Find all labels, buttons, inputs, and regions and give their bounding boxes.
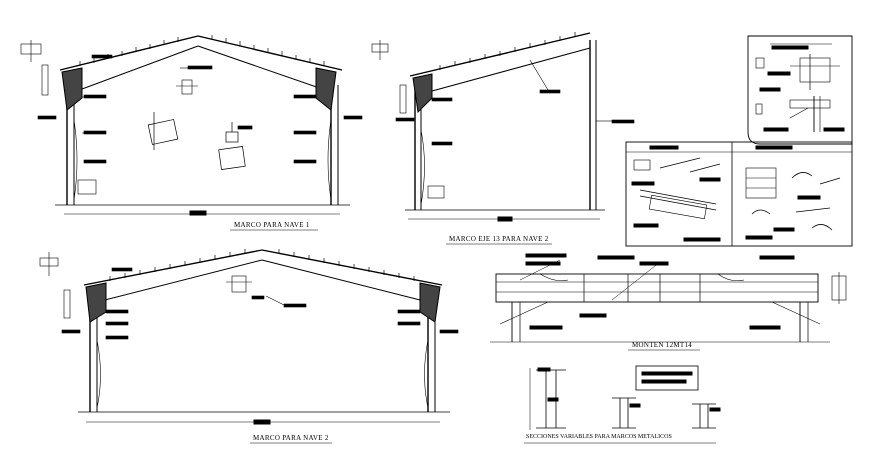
title-marco-nave-2: MARCO PARA NAVE 2: [253, 434, 329, 442]
title-underlines: [230, 229, 716, 444]
title-marco-eje-13: MARCO EJE 13 PARA NAVE 2: [449, 235, 549, 243]
frame-nave-1: [20, 35, 363, 216]
monten-detail: [490, 253, 847, 343]
title-secciones-variables: SECCIONES VARIABLES PARA MARCOS METALICO…: [526, 434, 672, 440]
frame-eje-13: [371, 32, 635, 222]
title-marco-nave-1: MARCO PARA NAVE 1: [234, 221, 310, 229]
detail-box-middle: [625, 141, 853, 247]
detail-box-top: [747, 35, 853, 145]
title-monten: MONTEN 12MT14: [632, 341, 693, 349]
frame-nave-2: [39, 249, 459, 425]
secciones-variables: [529, 365, 721, 430]
